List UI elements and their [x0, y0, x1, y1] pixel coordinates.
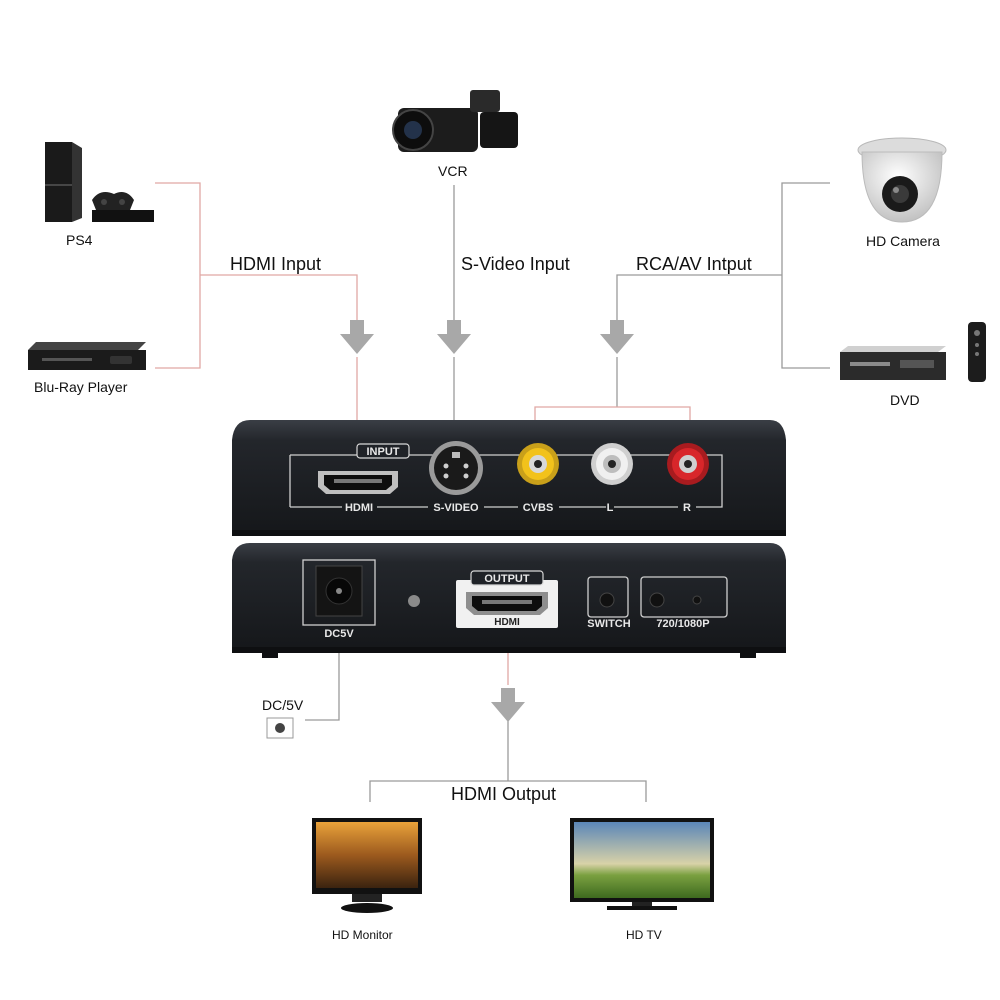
hd-tv-icon — [570, 818, 714, 910]
down-arrows — [340, 320, 634, 722]
dc5v-label: DC5V — [324, 628, 354, 640]
svideo-input-label: S-Video Input — [461, 254, 570, 274]
dc-power-label: DC/5V — [262, 697, 304, 713]
dc-power-jack[interactable] — [302, 559, 376, 626]
port-label-hdmi: HDMI — [345, 502, 373, 514]
port-label-cvbs: CVBS — [523, 502, 554, 514]
hdmi-output-label: HDMI Output — [451, 784, 556, 804]
ps4-icon — [45, 142, 154, 222]
hd-monitor-label: HD Monitor — [332, 928, 393, 942]
vcr-label: VCR — [438, 163, 468, 179]
hdmi-input-port[interactable] — [318, 471, 398, 494]
back-panel: DC5V OUTPUT HDMI SWITCH 720/1080P — [232, 543, 786, 658]
front-panel: INPUT — [232, 420, 786, 536]
dome-camera-icon — [857, 137, 947, 223]
bluray-player-icon — [28, 342, 146, 370]
svideo-input-arrow — [437, 320, 471, 354]
power-led — [408, 595, 420, 607]
cvbs-yellow-port[interactable] — [517, 443, 559, 485]
bluray-label: Blu-Ray Player — [34, 379, 128, 395]
output-title: OUTPUT — [484, 573, 530, 585]
hdmi-output-arrow — [491, 688, 525, 722]
dvd-player-icon — [840, 322, 986, 382]
port-label-r: R — [683, 502, 691, 514]
svideo-port[interactable] — [429, 441, 483, 495]
hdmi-input-arrow — [340, 320, 374, 354]
rca-input-label: RCA/AV Intput — [636, 254, 752, 274]
switch-button[interactable] — [587, 576, 629, 618]
hd-camera-label: HD Camera — [866, 233, 940, 249]
port-label-l: L — [607, 502, 614, 514]
rca-input-arrow — [600, 320, 634, 354]
port-label-svideo: S-VIDEO — [433, 502, 479, 514]
ps4-label: PS4 — [66, 232, 93, 248]
dvd-label: DVD — [890, 392, 920, 408]
camcorder-icon — [392, 90, 518, 152]
audio-right-red-port[interactable] — [667, 443, 709, 485]
hd-tv-label: HD TV — [626, 928, 662, 942]
resolution-indicator — [640, 576, 728, 618]
resolution-label: 720/1080P — [656, 618, 709, 630]
audio-left-white-port[interactable] — [591, 443, 633, 485]
input-title: INPUT — [367, 446, 400, 458]
hdmi-output-port[interactable] — [456, 570, 558, 628]
hd-monitor-icon — [312, 818, 422, 913]
hdmi-input-label: HDMI Input — [230, 254, 321, 274]
dc-power-plug-icon — [266, 717, 294, 739]
output-port-label: HDMI — [494, 617, 520, 628]
switch-label: SWITCH — [587, 618, 630, 630]
